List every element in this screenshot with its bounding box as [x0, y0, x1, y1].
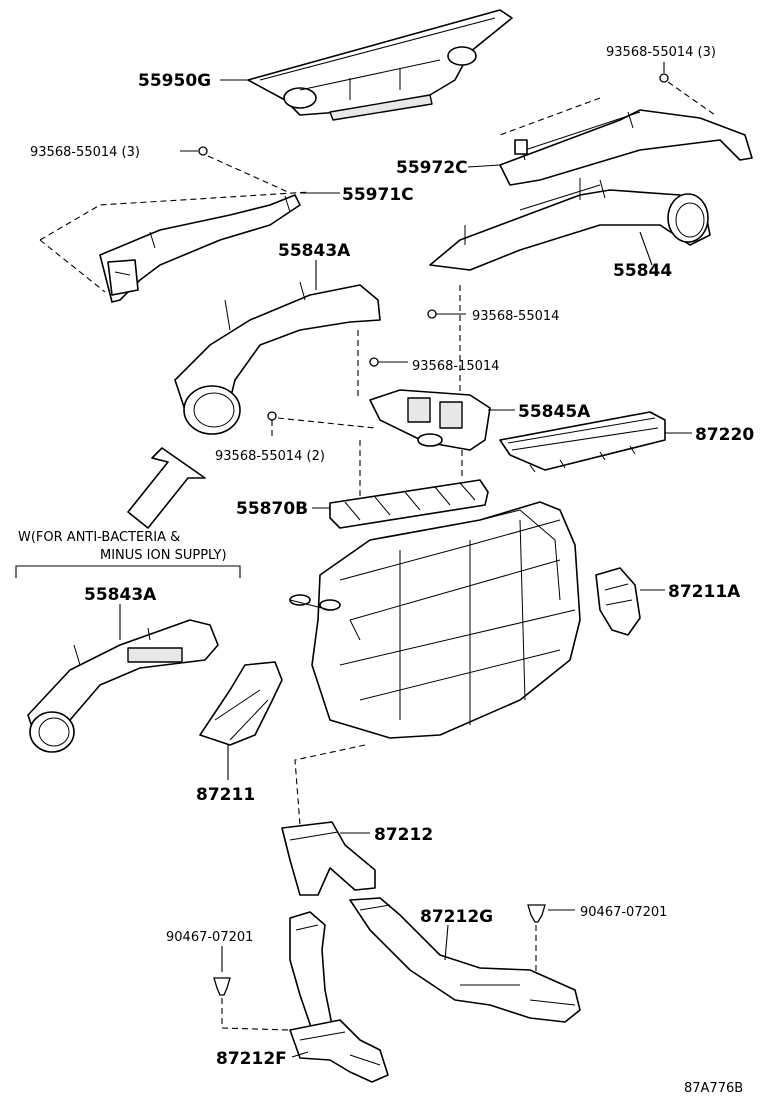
screw-icon: [659, 73, 669, 83]
note-line-1: W(FOR ANTI-BACTERIA &: [18, 530, 180, 545]
label-55950g: 55950G: [138, 71, 211, 91]
note-line-2: MINUS ION SUPPLY): [100, 548, 227, 563]
arrow-up-icon: [127, 447, 206, 529]
label-90467-07201-right: 90467-07201: [580, 905, 667, 920]
connector-55845a: [369, 389, 491, 451]
screw-icon: [369, 357, 379, 367]
label-87212g: 87212G: [420, 907, 493, 927]
clip-icon: [213, 977, 231, 996]
filter-case-87220: [499, 411, 666, 473]
label-93568-55014-3-left: 93568-55014 (3): [30, 145, 140, 160]
screw-icon: [198, 146, 208, 156]
diagram-code: 87A776B: [684, 1081, 743, 1096]
label-93568-15014: 93568-15014: [412, 359, 499, 374]
grille-55870b: [329, 479, 489, 529]
rear-duct-87212g: [349, 897, 581, 1023]
label-55971c: 55971C: [342, 185, 414, 205]
screw-icon: [267, 411, 277, 421]
label-87220: 87220: [695, 425, 754, 445]
side-duct-87211a: [595, 567, 641, 636]
center-duct-55844: [429, 178, 711, 271]
label-90467-07201-left: 90467-07201: [166, 930, 253, 945]
register-duct-55843a-upper: [174, 281, 381, 435]
label-93568-55014-2: 93568-55014 (2): [215, 449, 325, 464]
label-93568-55014-3-top: 93568-55014 (3): [606, 45, 716, 60]
label-87212f: 87212F: [216, 1049, 287, 1069]
hvac-unit: [289, 501, 581, 739]
rear-duct-vertical: [289, 911, 333, 1031]
screw-icon: [427, 309, 437, 319]
clip-icon: [527, 904, 546, 923]
rear-duct-87212f: [289, 1019, 389, 1083]
label-55972c: 55972C: [396, 158, 468, 178]
label-55844: 55844: [613, 261, 672, 281]
register-duct-55843a-lower: [27, 619, 219, 753]
label-55843a-bottom: 55843A: [84, 585, 157, 605]
side-duct-87211: [199, 661, 283, 746]
side-duct-55972c: [499, 109, 753, 186]
label-87212: 87212: [374, 825, 433, 845]
defroster-nozzle-55950g: [247, 9, 513, 121]
rear-duct-87212: [281, 821, 376, 896]
label-87211a: 87211A: [668, 582, 741, 602]
label-55843a-top: 55843A: [278, 241, 351, 261]
label-93568-55014: 93568-55014: [472, 309, 559, 324]
label-55870b: 55870B: [236, 499, 308, 519]
label-55845a: 55845A: [518, 402, 591, 422]
label-87211: 87211: [196, 785, 255, 805]
side-duct-55971c: [99, 194, 301, 303]
